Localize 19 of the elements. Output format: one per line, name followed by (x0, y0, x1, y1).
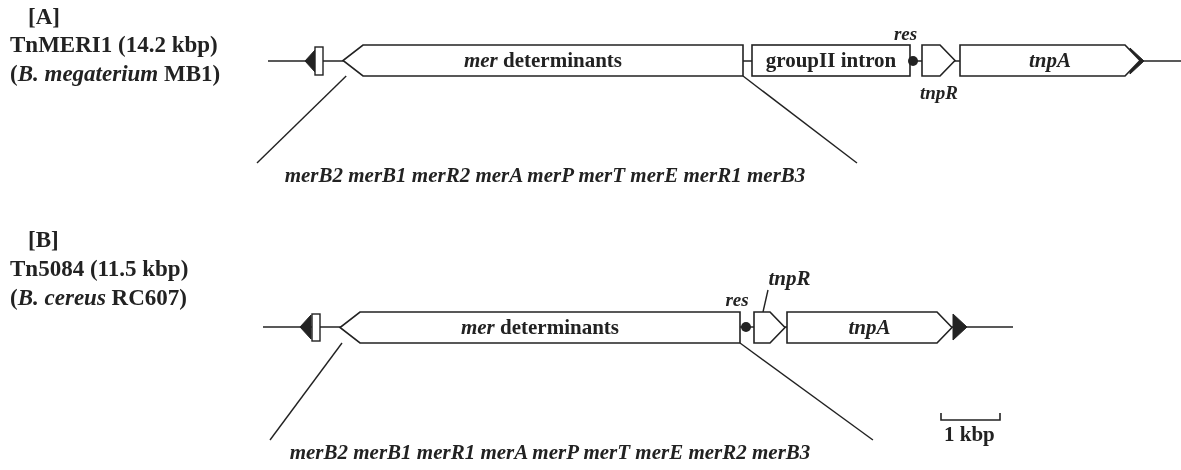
gene-block: tnpR (918, 45, 960, 107)
leader-line (742, 75, 858, 164)
gene-name-label: tnpR (762, 266, 817, 290)
gene-block (754, 312, 785, 343)
gene-block: tnpA (960, 45, 1140, 76)
transposon-label: (B. cereus RC607) (10, 286, 187, 309)
leader-line (739, 342, 874, 441)
scale-label: 1 kbp (944, 424, 995, 445)
leader-line (762, 289, 769, 313)
panel-label: [B] (28, 228, 59, 251)
panel-label: [A] (28, 5, 60, 28)
leader-line (269, 342, 343, 441)
gene-list: merB2 merB1 merR2 merA merP merT merE merR1 merB3 (215, 163, 875, 189)
leader-line (256, 75, 347, 164)
transposon-label: TnMERI1 (14.2 kbp) (10, 33, 218, 56)
transposon-label: Tn5084 (11.5 kbp) (10, 257, 189, 280)
gene-list: merB2 merB1 merR1 merA merP merT merE merR2 merB3 (215, 440, 885, 466)
transposon-label: (B. megaterium MB1) (10, 62, 221, 85)
intron-box: groupII intron (752, 45, 910, 76)
